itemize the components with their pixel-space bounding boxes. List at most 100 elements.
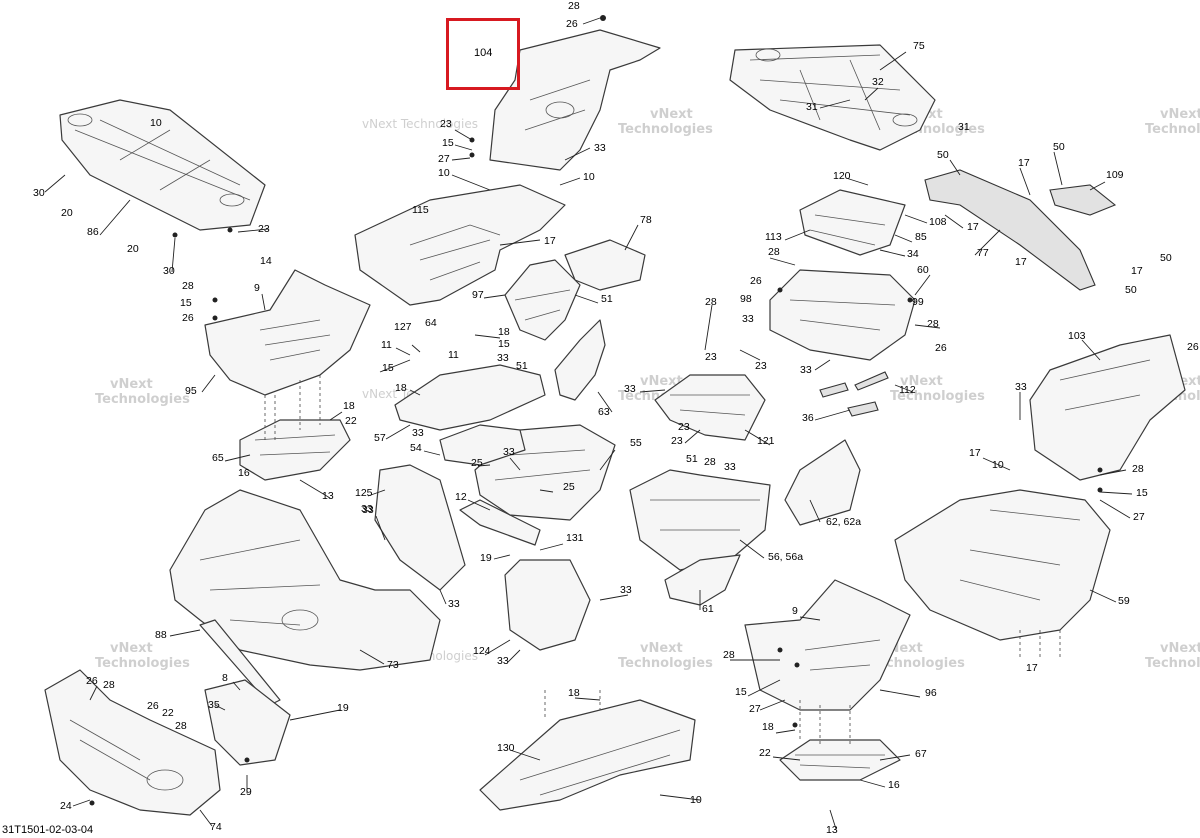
part-104-rear-fender[interactable] bbox=[489, 29, 661, 171]
callout: 33 bbox=[448, 598, 460, 610]
callout: 33 bbox=[620, 584, 632, 596]
callout: 60 bbox=[917, 264, 929, 276]
callout: 28 bbox=[103, 679, 115, 691]
part-96-left-footwell[interactable] bbox=[744, 579, 911, 711]
callout: 74 bbox=[210, 821, 222, 833]
callout: 99 bbox=[912, 296, 924, 308]
callout: 13 bbox=[826, 824, 838, 836]
part-75-rear-rack[interactable] bbox=[729, 44, 936, 151]
part-103-rear-fender[interactable] bbox=[1029, 334, 1186, 481]
callout: 32 bbox=[872, 76, 884, 88]
callout: 63 bbox=[598, 406, 610, 418]
callout: 27 bbox=[749, 703, 761, 715]
callout: 109 bbox=[1106, 169, 1124, 181]
callout: 67 bbox=[915, 748, 927, 760]
callout: 33 bbox=[497, 352, 509, 364]
part-61-side-panel[interactable] bbox=[664, 554, 741, 606]
callout: 28 bbox=[568, 0, 580, 12]
callout: 15 bbox=[442, 137, 454, 149]
callout: 28 bbox=[175, 720, 187, 732]
callout: 113 bbox=[765, 231, 782, 243]
callout: 88 bbox=[155, 629, 167, 641]
callout: 13 bbox=[322, 490, 334, 502]
highlight-box-part-104[interactable] bbox=[446, 18, 520, 90]
svg-text:vNext: vNext bbox=[640, 641, 683, 656]
part-131-rail[interactable] bbox=[459, 499, 541, 546]
callout: 51 bbox=[686, 453, 698, 465]
callout: 19 bbox=[337, 702, 349, 714]
callout: 31 bbox=[806, 101, 818, 113]
callout: 28 bbox=[705, 296, 717, 308]
callout: 18 bbox=[395, 382, 407, 394]
callout: 55 bbox=[630, 437, 642, 449]
callout: 61 bbox=[702, 603, 714, 615]
callout: 17 bbox=[1131, 265, 1143, 277]
part-77-rear-bumper-panel[interactable] bbox=[924, 169, 1117, 291]
callout: 35 bbox=[208, 699, 220, 711]
part-57-side-cover[interactable] bbox=[394, 364, 546, 431]
callout: 8 bbox=[222, 672, 228, 684]
callout: 33 bbox=[1015, 381, 1027, 393]
callout: 25 bbox=[563, 481, 575, 493]
svg-text:Technologies: Technologies bbox=[870, 656, 965, 671]
part-113-storage-lid[interactable] bbox=[799, 189, 906, 256]
callout: 36 bbox=[802, 412, 814, 424]
callout: 15 bbox=[382, 362, 394, 374]
part-54-side-cover[interactable] bbox=[439, 424, 526, 466]
callout: 10 bbox=[690, 794, 702, 806]
callout: 30 bbox=[33, 187, 45, 199]
part-86-front-rack[interactable] bbox=[59, 99, 266, 231]
callout: 22 bbox=[162, 707, 174, 719]
callout: 23 bbox=[671, 435, 683, 447]
callout: 28 bbox=[927, 318, 939, 330]
part-98-storage-bin[interactable] bbox=[769, 269, 916, 361]
callout: 28 bbox=[1132, 463, 1144, 475]
part-59-right-footwell[interactable] bbox=[894, 489, 1111, 641]
callout: 50 bbox=[1053, 141, 1065, 153]
part-62-side-panel[interactable] bbox=[784, 439, 861, 526]
part-56-side-fender[interactable] bbox=[629, 469, 771, 571]
callout: 27 bbox=[1133, 511, 1145, 523]
callout: 28 bbox=[723, 649, 735, 661]
callout: 17 bbox=[969, 447, 981, 459]
callout: 20 bbox=[61, 207, 73, 219]
part-124-side-panel[interactable] bbox=[504, 559, 591, 651]
callout: 10 bbox=[438, 167, 450, 179]
callout: 57 bbox=[374, 432, 386, 444]
callout: 33 bbox=[362, 504, 374, 516]
part-65-footrest[interactable] bbox=[239, 419, 351, 481]
callout: 26 bbox=[750, 275, 762, 287]
svg-text:vNext Technologies: vNext Technologies bbox=[362, 117, 478, 131]
part-121-bracket[interactable] bbox=[654, 374, 766, 441]
part-67-footrest[interactable] bbox=[779, 739, 901, 781]
drawing-code: 31T1501-02-03-04 bbox=[2, 824, 94, 836]
callout: 16 bbox=[238, 467, 250, 479]
part-130-skid-plate[interactable] bbox=[479, 699, 696, 811]
callout: 115 bbox=[412, 204, 429, 216]
callout: 51 bbox=[601, 293, 613, 305]
part-125-side-panel[interactable] bbox=[374, 464, 466, 591]
part-88-bracket[interactable] bbox=[199, 619, 291, 766]
callout: 19 bbox=[480, 552, 492, 564]
svg-text:vNext: vNext bbox=[640, 374, 683, 389]
callout: 31 bbox=[958, 121, 970, 133]
callout: 22 bbox=[345, 415, 357, 427]
callout: 24 bbox=[60, 800, 72, 812]
part-36-trim[interactable] bbox=[819, 371, 889, 417]
callout: 33 bbox=[624, 383, 636, 395]
callout: 18 bbox=[568, 687, 580, 699]
svg-text:Technologies: Technologies bbox=[618, 122, 713, 137]
callout: 64 bbox=[425, 317, 437, 329]
callout: 17 bbox=[544, 235, 556, 247]
callout: 28 bbox=[768, 246, 780, 258]
part-63-side-panel[interactable] bbox=[554, 319, 606, 401]
part-95-front-footwell[interactable] bbox=[204, 269, 371, 396]
callout: 15 bbox=[180, 297, 192, 309]
callout: 10 bbox=[150, 117, 162, 129]
callout: 33 bbox=[361, 503, 373, 515]
callout: 124 bbox=[473, 645, 491, 657]
part-97-console[interactable] bbox=[504, 259, 581, 341]
part-74-front-bumper[interactable] bbox=[44, 669, 221, 816]
callout: 131 bbox=[566, 532, 584, 544]
